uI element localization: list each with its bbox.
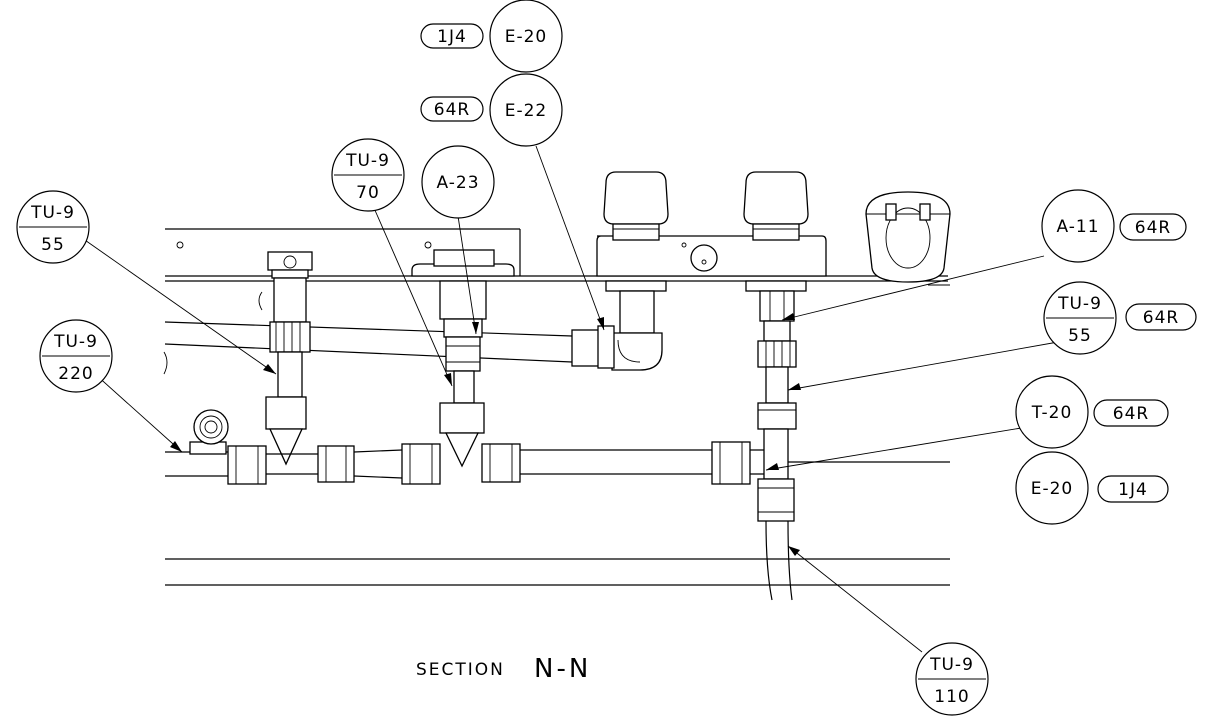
- callout-a23: A-23: [421, 145, 495, 219]
- section-title: SECTION N-N: [416, 654, 591, 684]
- callout-top-text: TU-9: [30, 203, 75, 223]
- right-faucet-stem: [745, 280, 807, 322]
- left-edge-arc: [163, 351, 168, 375]
- tag-text: 1J4: [1118, 480, 1148, 500]
- callout-t20: T-20 64R: [1015, 375, 1169, 449]
- callout-a11: A-11 64R: [1041, 189, 1187, 263]
- callout-bottom-text: 55: [1068, 326, 1092, 346]
- left-valve: [258, 251, 313, 466]
- section-title-prefix: SECTION: [416, 660, 505, 680]
- tag-text: 1J4: [437, 27, 467, 47]
- callout-tu9-55-right: TU-9 55 64R: [1043, 281, 1197, 355]
- callout-label-text: E-20: [1031, 479, 1074, 499]
- callout-top-text: TU-9: [929, 655, 974, 675]
- callout-label-text: A-23: [436, 173, 479, 193]
- faucet-handle-left: [603, 171, 669, 241]
- callout-bottom-text: 220: [58, 364, 93, 384]
- left-faucet-stem: [605, 280, 667, 371]
- main-pipe: [165, 441, 780, 485]
- callout-bottom-text: 55: [41, 235, 65, 255]
- callout-label-text: E-22: [505, 101, 548, 121]
- faucet-handle-right: [743, 171, 809, 241]
- callout-top-text: TU-9: [1057, 294, 1102, 314]
- callout-tu9-55-left: TU-9 55: [16, 190, 90, 264]
- right-riser: [757, 320, 797, 601]
- callout-tu9-220: TU-9 220: [39, 319, 113, 393]
- tag-text: 64R: [1135, 218, 1171, 238]
- left-bracket-fitting: [189, 409, 229, 455]
- tag-text: 64R: [1143, 308, 1179, 328]
- callout-e20-top: 1J4 E-20: [420, 0, 563, 73]
- middle-valve: [411, 249, 515, 468]
- hose-to-elbow: [164, 321, 615, 369]
- callout-bottom-text: 110: [934, 687, 969, 707]
- section-title-letters: N-N: [534, 654, 591, 684]
- tag-text: 64R: [434, 100, 470, 120]
- callout-tu9-110: TU-9 110: [915, 642, 989, 716]
- callout-label-text: A-11: [1056, 217, 1099, 237]
- callout-tu9-70: TU-9 70: [331, 138, 405, 212]
- callout-label-text: E-20: [505, 27, 548, 47]
- callout-e22: 64R E-22: [420, 73, 563, 147]
- lower-rails: [165, 461, 950, 586]
- callout-label-text: T-20: [1031, 403, 1073, 423]
- callout-bottom-text: 70: [356, 183, 380, 203]
- leader-lines: [81, 145, 1083, 653]
- cup: [865, 191, 951, 283]
- callout-top-text: TU-9: [53, 332, 98, 352]
- faucet-base: [596, 235, 827, 277]
- callout-e20-right: E-20 1J4: [1015, 451, 1169, 525]
- callout-top-text: TU-9: [345, 151, 390, 171]
- tag-text: 64R: [1113, 404, 1149, 424]
